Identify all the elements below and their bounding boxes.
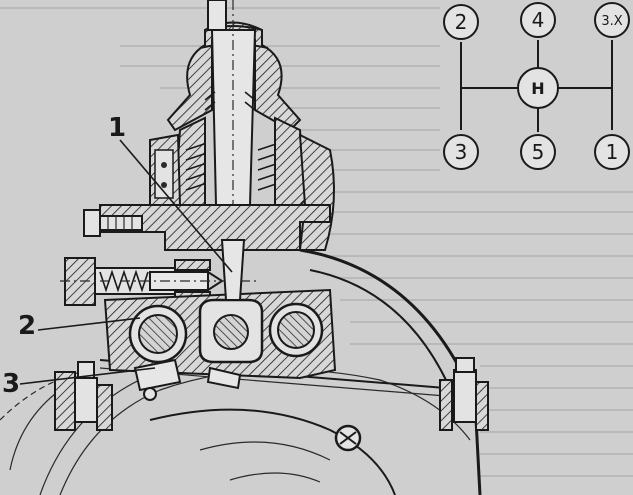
callout-2: 2 — [18, 311, 36, 341]
shift-rod-right — [268, 302, 324, 358]
gear-position-2 — [443, 4, 479, 40]
spring-tower — [99, 91, 335, 251]
detent-plunger — [60, 257, 260, 306]
gear-position-4 — [520, 2, 556, 38]
shift-rod-left — [128, 304, 188, 364]
gear-label-neutral: Н — [531, 79, 544, 98]
gear-position-reverse — [594, 2, 630, 38]
mounting-bolt-right — [439, 357, 489, 431]
callout-leaders — [19, 139, 233, 385]
mounting-bolt-left — [83, 209, 143, 237]
gear-label-5: 5 — [532, 140, 545, 164]
gear-label-2: 2 — [455, 10, 468, 34]
gear-position-3 — [443, 134, 479, 170]
gear-label-1: 1 — [606, 140, 619, 164]
gear-shift-pattern: 2 4 3.X Н 3 5 1 — [443, 2, 630, 170]
selector-block — [103, 239, 337, 401]
gearbox-housing — [0, 248, 482, 495]
callout-1: 1 — [108, 113, 126, 143]
background-text-lines — [0, 7, 633, 477]
gear-label-3: 3 — [455, 140, 468, 164]
callout-3: 3 — [2, 369, 20, 399]
gear-position-1 — [594, 134, 630, 170]
gear-position-5 — [520, 134, 556, 170]
mounting-bolt-lower-left — [54, 361, 113, 431]
gear-label-reverse: 3.X — [601, 14, 622, 29]
shift-rod-center — [198, 298, 264, 364]
gear-label-4: 4 — [532, 8, 545, 32]
drain-plug — [334, 424, 362, 452]
gear-position-neutral — [517, 67, 559, 109]
